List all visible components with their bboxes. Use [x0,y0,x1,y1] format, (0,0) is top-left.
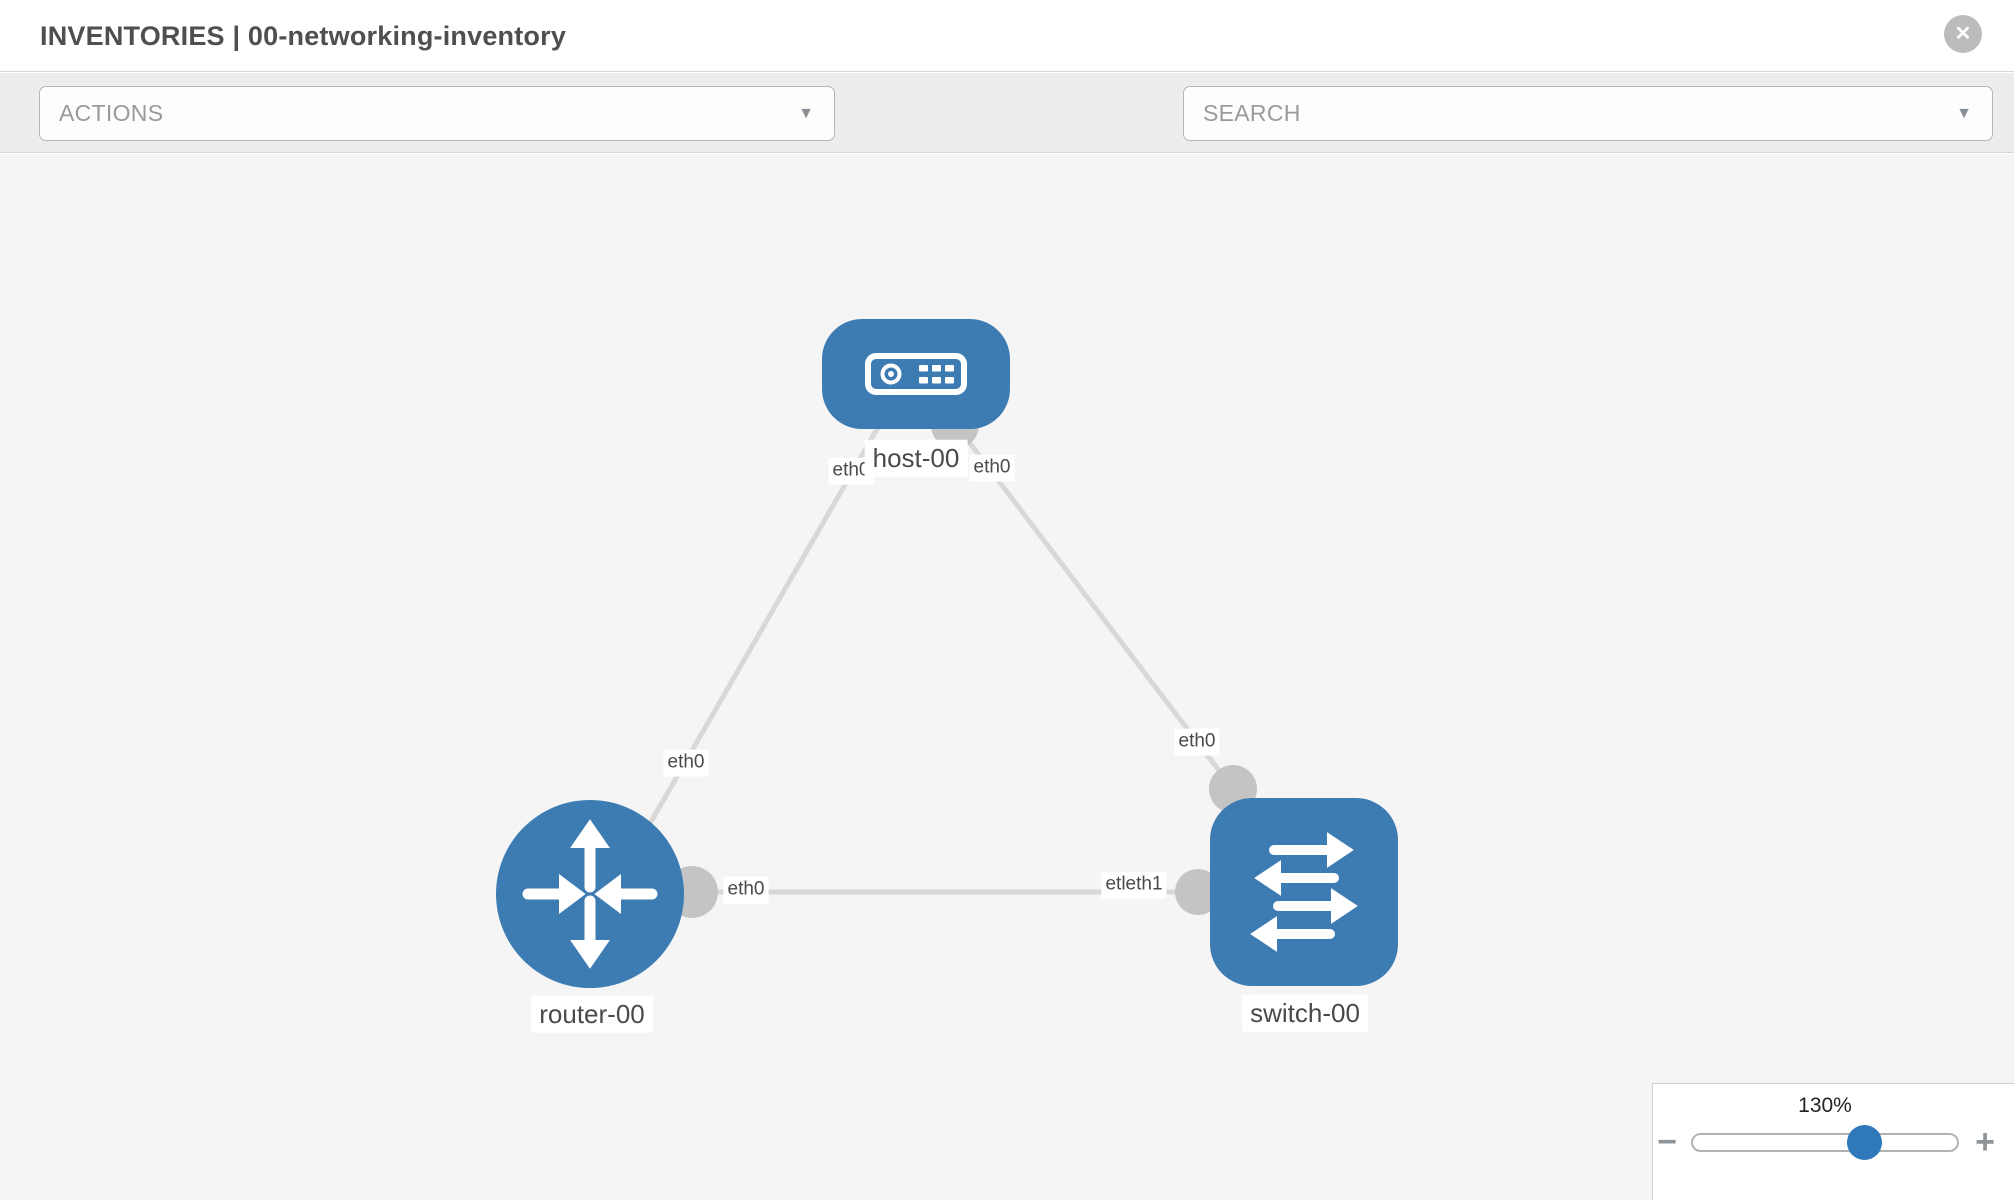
interface-label: eth0 [723,876,769,904]
port-connector [1175,869,1221,915]
host-icon [865,353,967,395]
node-label-router-00: router-00 [531,995,653,1033]
zoom-panel: 130% − + [1652,1083,2014,1200]
zoom-in-button[interactable]: + [1970,1125,2000,1159]
search-dropdown-label: SEARCH [1203,100,1301,126]
page-title: INVENTORIES | 00-networking-inventory [40,20,567,51]
router-icon [522,819,658,969]
minus-icon: − [1657,1123,1677,1161]
close-button[interactable]: ✕ [1944,15,1982,53]
node-host-00[interactable] [822,319,1010,429]
zoom-out-button[interactable]: − [1652,1125,1682,1159]
zoom-slider[interactable] [1691,1133,1959,1152]
topology-graph [496,319,1398,988]
interface-label: eth0 [969,454,1015,482]
actions-dropdown-label: ACTIONS [59,100,164,126]
ports-layer [666,401,1257,918]
switch-icon [1250,832,1358,952]
close-icon: ✕ [1954,23,1972,45]
interface-label: eth0 [1174,728,1220,756]
actions-dropdown[interactable]: ACTIONS ▼ [39,86,835,141]
chevron-down-icon: ▼ [1956,104,1972,122]
header: INVENTORIES | 00-networking-inventory ✕ [0,0,2014,72]
node-router-00[interactable] [496,800,684,988]
links-layer [645,415,1235,895]
interface-label: etleth1 [1101,871,1167,899]
node-switch-00[interactable] [1210,798,1398,986]
search-dropdown[interactable]: SEARCH ▼ [1183,86,1993,141]
plus-icon: + [1975,1123,1995,1161]
toolbar: ACTIONS ▼ SEARCH ▼ [0,73,2014,208]
node-label-host-00: host-00 [864,439,968,477]
node-label-switch-00: switch-00 [1242,994,1368,1032]
chevron-down-icon: ▼ [798,104,814,122]
topology-canvas[interactable]: eth0 eth0 eth0 eth0 eth0 etleth1 host-00… [0,154,2014,1200]
zoom-slider-thumb[interactable] [1847,1125,1882,1160]
zoom-level: 130% [1798,1094,1852,1117]
interface-label: eth0 [663,749,709,777]
